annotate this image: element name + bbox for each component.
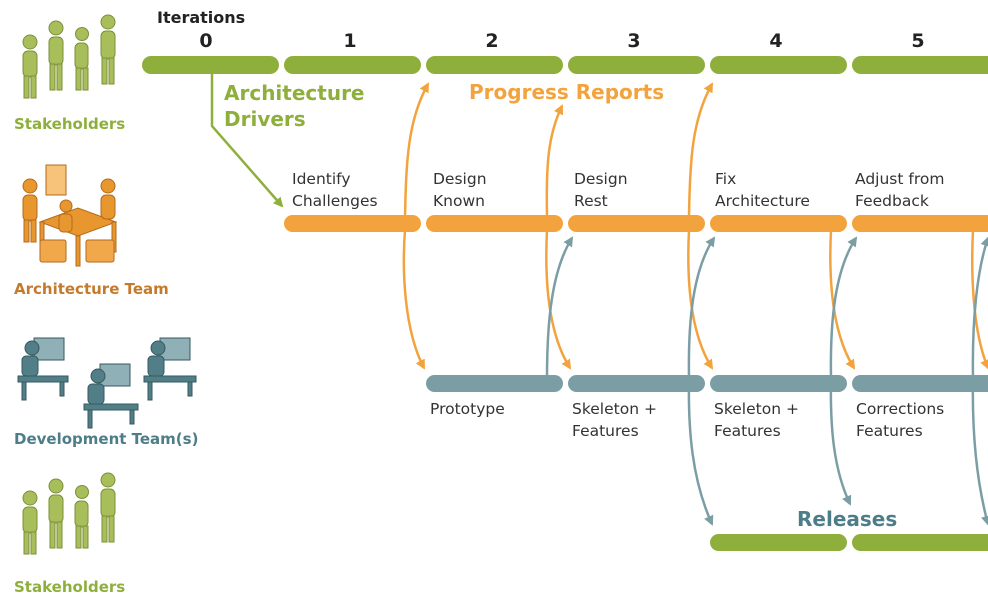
iteration-bar-3 (568, 56, 705, 74)
development-bar-5 (852, 375, 988, 392)
progress-reports-label: Progress Reports (469, 80, 665, 104)
stakeholders-bottom-figure (22, 472, 116, 555)
architecture-drivers-arrow (210, 74, 284, 208)
release-bar-5 (852, 534, 988, 551)
development-task-3: Skeleton + Features (572, 400, 657, 440)
arch-to-dev-arrow-1 (402, 229, 426, 370)
development-bar-3 (568, 375, 705, 392)
iteration-bar-0 (142, 56, 279, 74)
releases-label: Releases (797, 507, 898, 531)
release-bar-4 (710, 534, 847, 551)
arch-to-dev-arrow-4 (829, 229, 856, 370)
release-arrow-4 (829, 377, 852, 506)
release-arrow-5 (971, 377, 988, 526)
iteration-number-2: 2 (485, 30, 499, 52)
iteration-number-5: 5 (911, 30, 925, 52)
development-bar-4 (710, 375, 847, 392)
stakeholders-top-figure (22, 14, 116, 99)
iteration-number-3: 3 (627, 30, 641, 52)
iteration-number-4: 4 (769, 30, 783, 52)
role-development-team: Development Team(s) (14, 430, 199, 448)
dev-feedback-arrow-5 (971, 236, 988, 379)
architecture-lane (284, 215, 988, 232)
architecture-bar-3 (568, 215, 705, 232)
development-lane (426, 375, 988, 392)
architecture-task-3: Design Rest (574, 170, 628, 210)
development-team-figure (17, 337, 197, 429)
progress-report-arrow-1 (403, 82, 430, 221)
release-lane (710, 534, 988, 551)
iteration-timeline (142, 56, 988, 74)
release-arrow-3 (687, 377, 714, 526)
role-stakeholders-top: Stakeholders (14, 115, 126, 133)
architecture-task-1: Identify Challenges (292, 170, 378, 210)
iteration-bar-2 (426, 56, 563, 74)
architecture-team-figure (22, 164, 118, 267)
architecture-bar-4 (710, 215, 847, 232)
arch-to-dev-arrow-2 (545, 229, 572, 370)
architecture-task-5: Adjust from Feedback (855, 170, 945, 210)
development-task-5: Corrections Features (856, 400, 945, 440)
architecture-task-2: Design Known (433, 170, 487, 210)
arch-to-dev-arrow-5 (971, 229, 988, 370)
development-bar-2 (426, 375, 563, 392)
architecture-bar-5 (852, 215, 988, 232)
progress-report-arrow-3 (687, 82, 714, 216)
dev-feedback-arrow-4 (829, 236, 858, 379)
teal-flow-arrows (545, 236, 988, 526)
dev-feedback-arrow-2 (545, 236, 574, 379)
architecture-task-4: Fix Architecture (715, 170, 810, 210)
development-task-2: Prototype (430, 400, 505, 418)
role-stakeholders-bottom: Stakeholders (14, 578, 126, 596)
iteration-number-1: 1 (343, 30, 357, 52)
arch-to-dev-arrow-3 (687, 229, 714, 370)
role-architecture-team: Architecture Team (14, 280, 169, 298)
development-task-4: Skeleton + Features (714, 400, 799, 440)
progress-report-arrow-2 (545, 104, 564, 216)
iteration-bar-5 (852, 56, 988, 74)
iterations-label: Iterations (157, 8, 246, 27)
architecture-bar-1 (284, 215, 421, 232)
iteration-number-0: 0 (199, 30, 213, 52)
orange-flow-arrows (402, 82, 988, 370)
architecture-bar-2 (426, 215, 563, 232)
iteration-bar-1 (284, 56, 421, 74)
architecture-drivers-label: Architecture Drivers (224, 81, 365, 131)
iteration-bar-4 (710, 56, 847, 74)
dev-feedback-arrow-3 (687, 236, 716, 379)
